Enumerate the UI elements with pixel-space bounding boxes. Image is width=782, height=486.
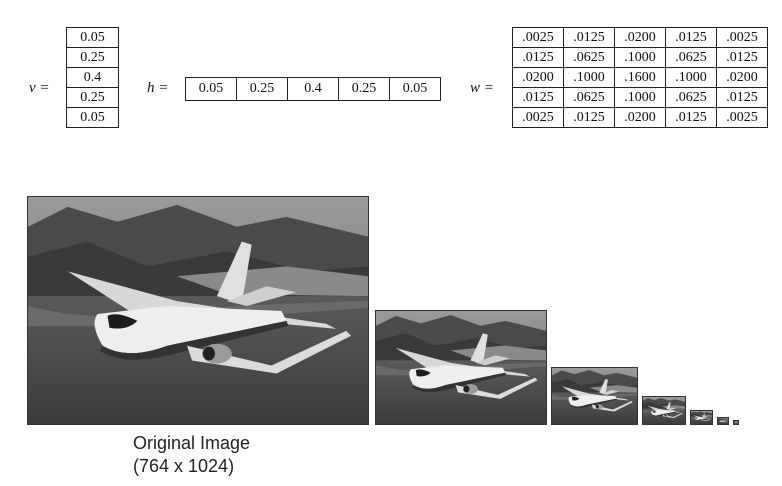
pyramid-level-6-image	[733, 420, 739, 425]
pyramid-level-3-image	[642, 396, 686, 425]
w-kernel-cell: .0025	[512, 107, 564, 128]
w-kernel-cell: .0125	[512, 87, 564, 108]
w-kernel-cell: .0625	[665, 87, 717, 108]
w-kernel-cell: .0025	[716, 107, 768, 128]
v-equals-label: v =	[29, 80, 50, 96]
caption-title: Original Image	[133, 433, 251, 453]
pyramid-level-1-image	[375, 310, 547, 425]
w-kernel-cell: .0125	[512, 47, 564, 68]
v-kernel-row: 0.4	[66, 67, 119, 88]
w-kernel-row: .0200 .1000 .1600 .1000 .0200	[512, 67, 768, 88]
v-kernel-row: 0.25	[66, 87, 119, 108]
w-kernel-cell: .0125	[665, 107, 717, 128]
pyramid-level-5-image	[717, 417, 729, 425]
h-kernel-cell: 0.25	[236, 77, 288, 101]
pyramid-level-0-original-image	[27, 196, 369, 425]
v-kernel-row: 0.05	[66, 27, 119, 48]
caption-dimensions: (764 x 1024)	[133, 456, 235, 476]
w-equals-label: w =	[470, 80, 494, 96]
v-kernel-row: 0.25	[66, 47, 119, 68]
h-kernel-table: 0.05 0.25 0.4 0.25 0.05	[185, 77, 441, 101]
v-kernel-cell: 0.25	[66, 87, 119, 108]
w-kernel-cell: .1000	[614, 87, 666, 108]
w-kernel-cell: .1000	[614, 47, 666, 68]
w-kernel-cell: .0625	[665, 47, 717, 68]
w-kernel-cell: .0125	[665, 27, 717, 48]
w-kernel-cell: .0200	[512, 67, 564, 88]
w-kernel-cell: .1600	[614, 67, 666, 88]
v-kernel-cell: 0.05	[66, 107, 119, 128]
v-kernel-cell: 0.05	[66, 27, 119, 48]
w-kernel-cell: .0125	[716, 47, 768, 68]
w-kernel-cell: .0625	[563, 87, 615, 108]
h-kernel-cell: 0.05	[185, 77, 237, 101]
w-kernel-cell: .0025	[512, 27, 564, 48]
w-kernel-row: .0125 .0625 .1000 .0625 .0125	[512, 87, 768, 108]
w-kernel-cell: .0200	[716, 67, 768, 88]
w-kernel-cell: .1000	[665, 67, 717, 88]
v-kernel-cell: 0.4	[66, 67, 119, 88]
w-kernel-table: .0025 .0125 .0200 .0125 .0025 .0125 .062…	[512, 27, 768, 128]
w-kernel-cell: .0125	[563, 27, 615, 48]
w-kernel-row: .0025 .0125 .0200 .0125 .0025	[512, 27, 768, 48]
w-kernel-cell: .0025	[716, 27, 768, 48]
original-image-caption: Original Image (764 x 1024)	[133, 432, 250, 478]
w-kernel-cell: .1000	[563, 67, 615, 88]
h-kernel-cell: 0.25	[338, 77, 390, 101]
h-equals-label: h =	[147, 80, 169, 96]
h-kernel-cell: 0.4	[287, 77, 339, 101]
w-kernel-cell: .0625	[563, 47, 615, 68]
h-kernel-row: 0.05 0.25 0.4 0.25 0.05	[185, 77, 441, 101]
w-kernel-cell: .0125	[563, 107, 615, 128]
w-kernel-row: .0125 .0625 .1000 .0625 .0125	[512, 47, 768, 68]
w-kernel-cell: .0125	[716, 87, 768, 108]
w-kernel-row: .0025 .0125 .0200 .0125 .0025	[512, 107, 768, 128]
h-kernel-cell: 0.05	[389, 77, 441, 101]
w-kernel-cell: .0200	[614, 27, 666, 48]
pyramid-level-2-image	[551, 367, 638, 425]
v-kernel-cell: 0.25	[66, 47, 119, 68]
pyramid-level-4-image	[690, 410, 713, 425]
w-kernel-cell: .0200	[614, 107, 666, 128]
v-kernel-table: 0.05 0.25 0.4 0.25 0.05	[66, 27, 119, 128]
v-kernel-row: 0.05	[66, 107, 119, 128]
